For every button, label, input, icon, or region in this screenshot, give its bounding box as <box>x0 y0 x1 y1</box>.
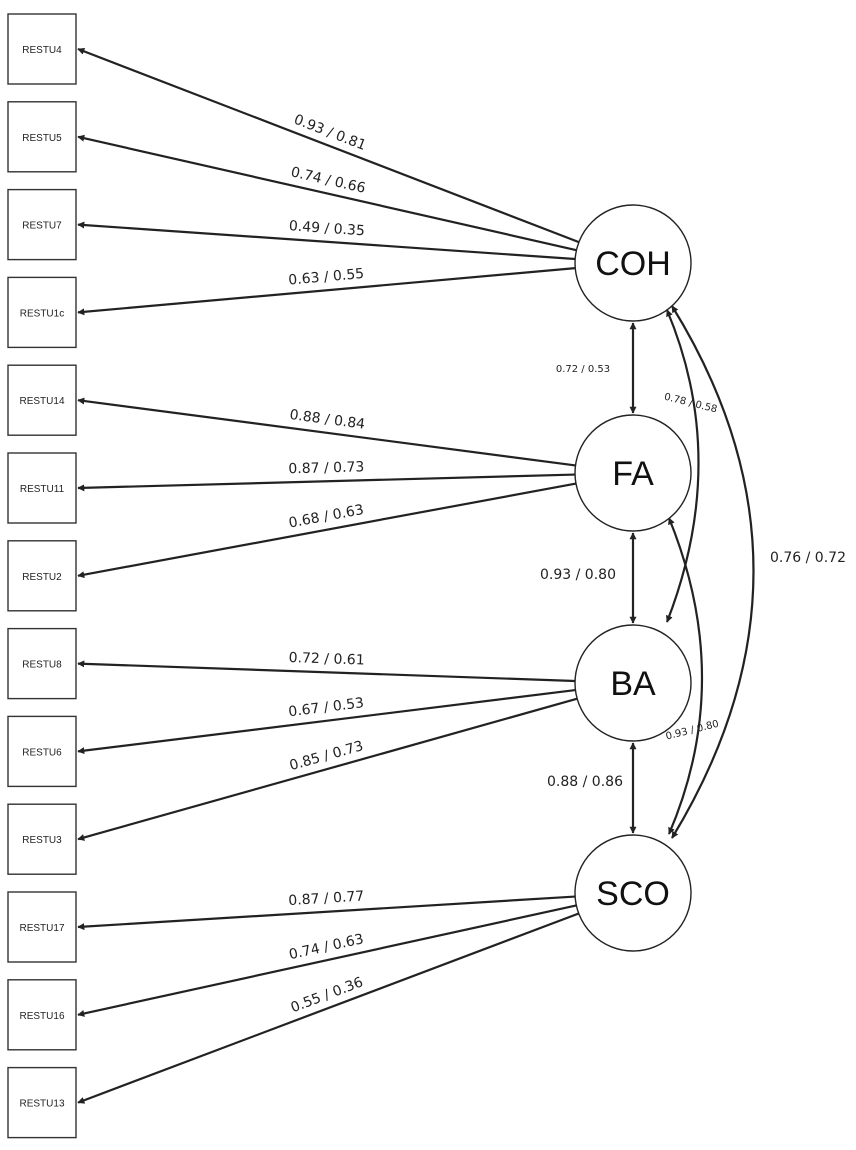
loading-arrow-ba-restu6 <box>77 689 576 755</box>
indicator-box-restu11 <box>7 452 77 524</box>
indicator-box-restu5 <box>7 101 77 173</box>
indicator-label-restu11: RESTU11 <box>20 484 65 495</box>
loading-arrow-sco-restu16 <box>77 904 577 1017</box>
loading-label-coh-restu7: 0.49 / 0.35 <box>288 218 365 239</box>
correlation-arrow-coh-ba <box>665 309 700 623</box>
factor-label-coh: COH <box>595 245 671 283</box>
correlation-label-ba-sco: 0.88 / 0.86 <box>547 774 623 790</box>
indicator-box-restu7 <box>7 188 77 261</box>
correlation-arrow-coh-sco <box>671 305 755 839</box>
loading-label-fa-restu11: 0.87 / 0.73 <box>288 459 364 477</box>
loading-label-ba-restu8: 0.72 / 0.61 <box>288 650 364 669</box>
factor-label-fa: FA <box>612 455 654 493</box>
loading-arrow-coh-restu7 <box>77 221 576 261</box>
factor-label-sco: SCO <box>596 875 670 913</box>
loading-arrow-sco-restu13 <box>77 912 580 1104</box>
loading-label-fa-restu2: 0.68 / 0.63 <box>287 502 365 532</box>
indicator-label-restu16: RESTU16 <box>19 1011 64 1022</box>
indicator-box-restu2 <box>7 540 77 612</box>
indicator-label-restu2: RESTU2 <box>22 572 62 583</box>
indicator-label-restu3: RESTU3 <box>22 835 62 846</box>
factor-node-coh <box>574 204 692 322</box>
indicator-label-restu14: RESTU14 <box>19 396 64 407</box>
loading-label-coh-restu4: 0.93 / 0.81 <box>292 112 369 154</box>
indicator-box-restu1c <box>7 276 77 349</box>
indicator-label-restu6: RESTU6 <box>22 747 62 758</box>
loading-arrow-ba-restu3 <box>77 697 578 841</box>
loading-label-coh-restu5: 0.74 / 0.66 <box>289 164 367 196</box>
correlation-label-coh-fa: 0.72 / 0.53 <box>556 364 610 375</box>
indicator-box-restu8 <box>7 627 77 700</box>
indicator-box-restu13 <box>7 1066 77 1139</box>
factor-node-ba <box>574 624 692 742</box>
indicator-label-restu4: RESTU4 <box>22 45 62 56</box>
loading-arrow-ba-restu8 <box>77 660 576 683</box>
loading-paths <box>77 47 580 1104</box>
indicator-label-restu8: RESTU8 <box>22 660 62 671</box>
indicator-label-restu13: RESTU13 <box>19 1099 64 1110</box>
loading-arrow-sco-restu17 <box>77 895 576 931</box>
indicator-label-restu5: RESTU5 <box>22 133 62 144</box>
correlation-arrow-fa-sco <box>667 517 704 835</box>
loading-label-sco-restu16: 0.74 / 0.63 <box>288 931 366 963</box>
factor-node-fa <box>574 414 692 532</box>
indicator-box-restu6 <box>7 715 77 788</box>
indicator-label-restu1c: RESTU1c <box>20 308 64 319</box>
loading-arrow-fa-restu11 <box>77 473 576 492</box>
factor-node-sco <box>574 834 692 952</box>
loading-label-coh-restu1c: 0.63 / 0.55 <box>288 266 365 289</box>
indicator-box-restu4 <box>7 13 77 85</box>
loading-label-sco-restu17: 0.87 / 0.77 <box>288 888 365 909</box>
correlation-label-fa-ba: 0.93 / 0.80 <box>540 567 616 583</box>
factor-label-ba: BA <box>610 665 656 703</box>
factor-nodes: COH FA BA SCO <box>574 204 692 952</box>
correlation-paths <box>629 305 755 839</box>
loading-arrow-coh-restu1c <box>77 267 576 316</box>
indicator-box-restu14 <box>7 364 77 436</box>
indicator-boxes: RESTU4RESTU5RESTU7RESTU1cRESTU14RESTU11R… <box>7 13 77 1139</box>
loading-arrow-coh-restu5 <box>77 134 577 252</box>
indicator-box-restu3 <box>7 803 77 875</box>
correlation-label-coh-ba: 0.78 / 0.58 <box>663 392 718 416</box>
loading-arrow-fa-restu2 <box>77 482 577 579</box>
indicator-box-restu16 <box>7 979 77 1051</box>
indicator-box-restu17 <box>7 891 77 963</box>
loading-arrow-fa-restu14 <box>77 397 576 467</box>
indicator-label-restu17: RESTU17 <box>19 923 64 934</box>
correlation-label-coh-sco: 0.76 / 0.72 <box>770 550 846 566</box>
loading-arrow-coh-restu4 <box>77 47 580 244</box>
indicator-label-restu7: RESTU7 <box>22 221 62 232</box>
loading-label-sco-restu13: 0.55 / 0.36 <box>289 974 366 1016</box>
